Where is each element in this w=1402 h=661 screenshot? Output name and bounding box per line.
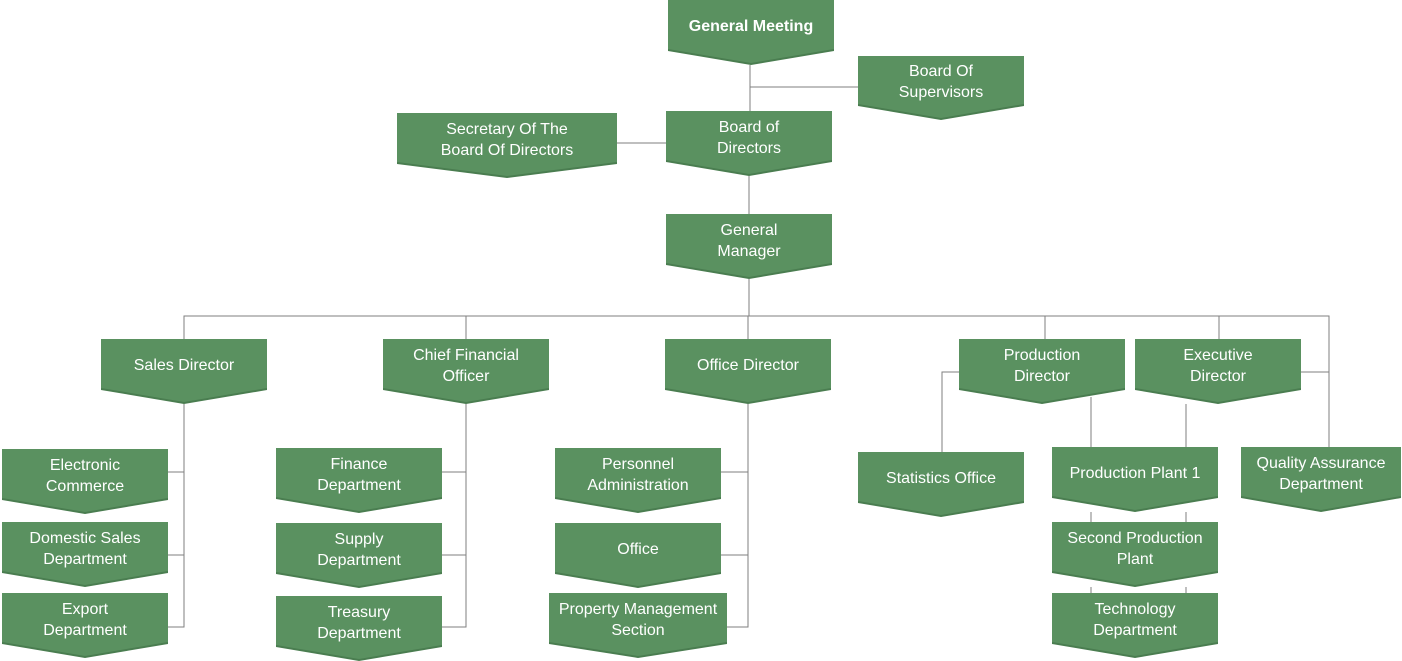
node-board-of-supervisors: Board Of Supervisors xyxy=(858,56,1024,120)
connector-sales-director-to-export-department xyxy=(168,555,185,628)
connector-general-manager-to-quality-assurance-department xyxy=(1219,315,1330,447)
node-statistics-office: Statistics Office xyxy=(858,452,1024,517)
node-finance-department: Finance Department xyxy=(276,448,442,513)
node-label: Production Plant 1 xyxy=(1069,465,1201,482)
node-treasury-department: Treasury Department xyxy=(276,596,442,661)
node-label: Board of Directors xyxy=(716,118,781,157)
node-shape xyxy=(959,339,1125,404)
node-label: Property Management Section xyxy=(558,600,718,639)
node-supply-department: Supply Department xyxy=(276,523,442,588)
node-general-manager: General Manager xyxy=(666,214,832,279)
node-shape xyxy=(555,448,721,513)
node-office: Office xyxy=(555,523,721,588)
node-label: Technology Department xyxy=(1093,600,1177,639)
node-technology-department: Technology Department xyxy=(1052,593,1218,658)
node-secretary-of-the-board: Secretary Of The Board Of Directors xyxy=(397,113,617,178)
node-shape xyxy=(666,214,832,279)
node-second-production-plant: Second Production Plant xyxy=(1052,522,1218,587)
connector-chief-financial-officer-to-finance-department xyxy=(442,404,467,473)
node-shape xyxy=(1052,447,1218,512)
node-shape xyxy=(555,523,721,588)
connector-production-director-to-statistics-office xyxy=(941,371,959,452)
node-label: Sales Director xyxy=(133,357,235,374)
node-label: Office Director xyxy=(697,357,799,374)
node-shape xyxy=(858,56,1024,120)
node-general-meeting: General Meeting xyxy=(668,0,834,65)
node-export-department: Export Department xyxy=(2,593,168,658)
connector-general-manager-to-executive-director xyxy=(1045,315,1220,339)
node-shape xyxy=(2,522,168,587)
node-label: General Manager xyxy=(717,221,781,260)
node-shape xyxy=(101,339,267,404)
node-shape xyxy=(1135,339,1301,404)
node-shape xyxy=(397,113,617,178)
node-shape xyxy=(1052,593,1218,658)
node-electronic-commerce: Electronic Commerce xyxy=(2,449,168,514)
node-label: Secretary Of The Board Of Directors xyxy=(440,120,574,159)
node-label: Finance Department xyxy=(317,455,401,494)
connector-office-director-to-office xyxy=(721,472,749,556)
node-label: Domestic Sales Department xyxy=(29,529,141,568)
node-shape xyxy=(276,448,442,513)
node-shape xyxy=(668,0,834,65)
node-shape xyxy=(383,339,549,404)
node-shape xyxy=(858,452,1024,517)
connector-office-director-to-personnel-administration xyxy=(721,404,749,473)
node-shape xyxy=(666,111,832,176)
node-production-director: Production Director xyxy=(959,339,1125,404)
node-shape xyxy=(276,523,442,588)
node-office-director: Office Director xyxy=(665,339,831,404)
node-label: Executive Director xyxy=(1183,346,1253,385)
node-shape xyxy=(2,449,168,514)
node-shape xyxy=(549,593,727,658)
node-board-of-directors: Board of Directors xyxy=(666,111,832,176)
connector-sales-director-to-domestic-sales-department xyxy=(168,472,185,556)
node-executive-director: Executive Director xyxy=(1135,339,1301,404)
node-label: Office xyxy=(617,541,659,558)
node-label: Export Department xyxy=(43,600,127,639)
node-shape xyxy=(665,339,831,404)
node-domestic-sales-department: Domestic Sales Department xyxy=(2,522,168,587)
node-shape xyxy=(1052,522,1218,587)
node-shape xyxy=(1241,447,1401,512)
node-shape xyxy=(276,596,442,661)
connector-general-manager-to-production-director xyxy=(749,315,1046,339)
node-label: Personnel Administration xyxy=(587,455,689,494)
connector-chief-financial-officer-to-supply-department xyxy=(442,472,467,556)
node-label: Electronic Commerce xyxy=(45,456,125,495)
connector-sales-director-to-electronic-commerce xyxy=(168,404,185,473)
node-shape xyxy=(2,593,168,658)
node-production-plant-1: Production Plant 1 xyxy=(1052,447,1218,512)
node-label: Quality Assurance Department xyxy=(1256,454,1386,493)
node-label: Production Director xyxy=(1003,346,1081,385)
node-quality-assurance-department: Quality Assurance Department xyxy=(1241,447,1401,512)
node-label: Board Of Supervisors xyxy=(898,63,984,101)
node-label: Chief Financial Officer xyxy=(413,346,519,385)
node-chief-financial-officer: Chief Financial Officer xyxy=(383,339,549,404)
connector-chief-financial-officer-to-treasury-department xyxy=(442,555,467,628)
node-property-management-section: Property Management Section xyxy=(549,593,727,658)
node-label: General Meeting xyxy=(688,18,814,35)
node-sales-director: Sales Director xyxy=(101,339,267,404)
node-label: Supply Department xyxy=(317,530,401,569)
node-label: Statistics Office xyxy=(886,470,996,487)
node-personnel-administration: Personnel Administration xyxy=(555,448,721,513)
node-label: Treasury Department xyxy=(317,603,401,642)
node-label: Second Production Plant xyxy=(1067,529,1203,568)
connector-office-director-to-property-management-section xyxy=(727,555,749,628)
